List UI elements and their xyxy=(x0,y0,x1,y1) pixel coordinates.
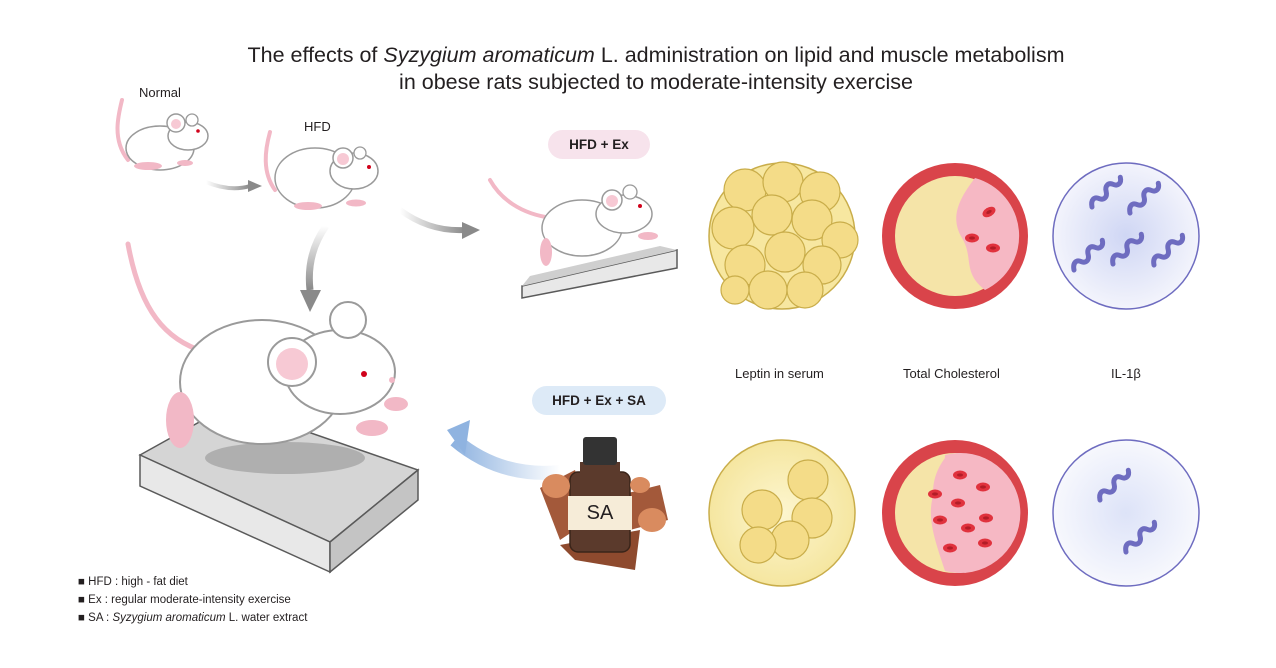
hfd-ex-sa-rat-on-block-icon xyxy=(125,241,420,574)
il1b-cytokines-high-icon xyxy=(1052,162,1200,310)
badge-hfd-ex: HFD + Ex xyxy=(548,130,650,159)
leptin-fat-cells-low-icon xyxy=(708,439,856,587)
label-total-cholesterol: Total Cholesterol xyxy=(903,366,1000,381)
cholesterol-vessel-low-icon xyxy=(882,440,1028,586)
legend-item-hfd: ■ HFD : high - fat diet xyxy=(78,576,188,588)
badge-hfd-ex-sa: HFD + Ex + SA xyxy=(532,386,666,415)
il1b-cytokines-low-icon xyxy=(1052,439,1200,587)
normal-rat-icon xyxy=(115,98,209,171)
label-normal: Normal xyxy=(139,85,181,100)
label-hfd: HFD xyxy=(304,119,331,134)
bottle-label: SA xyxy=(586,502,614,524)
abbreviation-legend: ■ HFD : high - fat diet ■ Ex : regular m… xyxy=(78,573,307,627)
leptin-fat-cells-high-icon xyxy=(708,161,859,310)
title-line-2: in obese rats subjected to moderate-inte… xyxy=(399,70,913,94)
hfd-ex-rat-on-ramp-icon xyxy=(488,178,678,299)
legend-item-ex: ■ Ex : regular moderate-intensity exerci… xyxy=(78,594,291,606)
figure-title: The effects of Syzygium aromaticum L. ad… xyxy=(0,42,1276,96)
title-line-1: The effects of Syzygium aromaticum L. ad… xyxy=(247,43,1065,67)
hfd-rat-icon xyxy=(263,130,379,210)
label-leptin: Leptin in serum xyxy=(735,366,824,381)
cholesterol-vessel-high-icon xyxy=(882,163,1028,309)
legend-item-sa: ■ SA : Syzygium aromaticum L. water extr… xyxy=(78,612,308,624)
sa-bottle-with-cloves-icon xyxy=(447,420,668,570)
label-il1b: IL-1β xyxy=(1111,366,1141,381)
